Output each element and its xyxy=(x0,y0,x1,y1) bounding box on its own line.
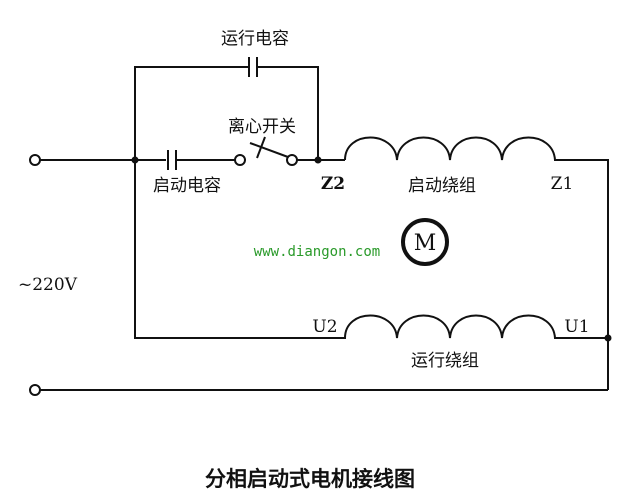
wire-run-capacitor-loop xyxy=(134,66,319,160)
centrifugal-switch-label: 离心开关 xyxy=(228,117,296,137)
diagram-title: 分相启动式电机接线图 xyxy=(205,467,415,491)
motor-label: M xyxy=(414,231,437,256)
junction-u1 xyxy=(604,334,612,342)
run-capacitor-label: 运行电容 xyxy=(221,29,289,49)
watermark: www.diangon.com xyxy=(254,244,380,260)
run-winding-coil xyxy=(134,160,608,339)
u2-label: U2 xyxy=(312,317,337,337)
input-terminal-bottom xyxy=(29,384,41,396)
z2-label: Z2 xyxy=(321,174,345,194)
z1-label: Z1 xyxy=(551,174,574,194)
start-winding-coil xyxy=(344,136,609,390)
start-winding-label: 启动绕组 xyxy=(408,176,476,196)
start-capacitor-symbol xyxy=(167,150,177,170)
u1-label: U1 xyxy=(564,317,589,337)
run-winding-label: 运行绕组 xyxy=(411,351,479,371)
start-capacitor-label: 启动电容 xyxy=(153,176,221,196)
motor-symbol xyxy=(401,218,449,266)
voltage-label: ~220V xyxy=(18,275,78,295)
centrifugal-switch-symbol xyxy=(234,136,298,166)
input-terminal-top xyxy=(29,154,41,166)
run-capacitor-symbol xyxy=(248,57,258,77)
